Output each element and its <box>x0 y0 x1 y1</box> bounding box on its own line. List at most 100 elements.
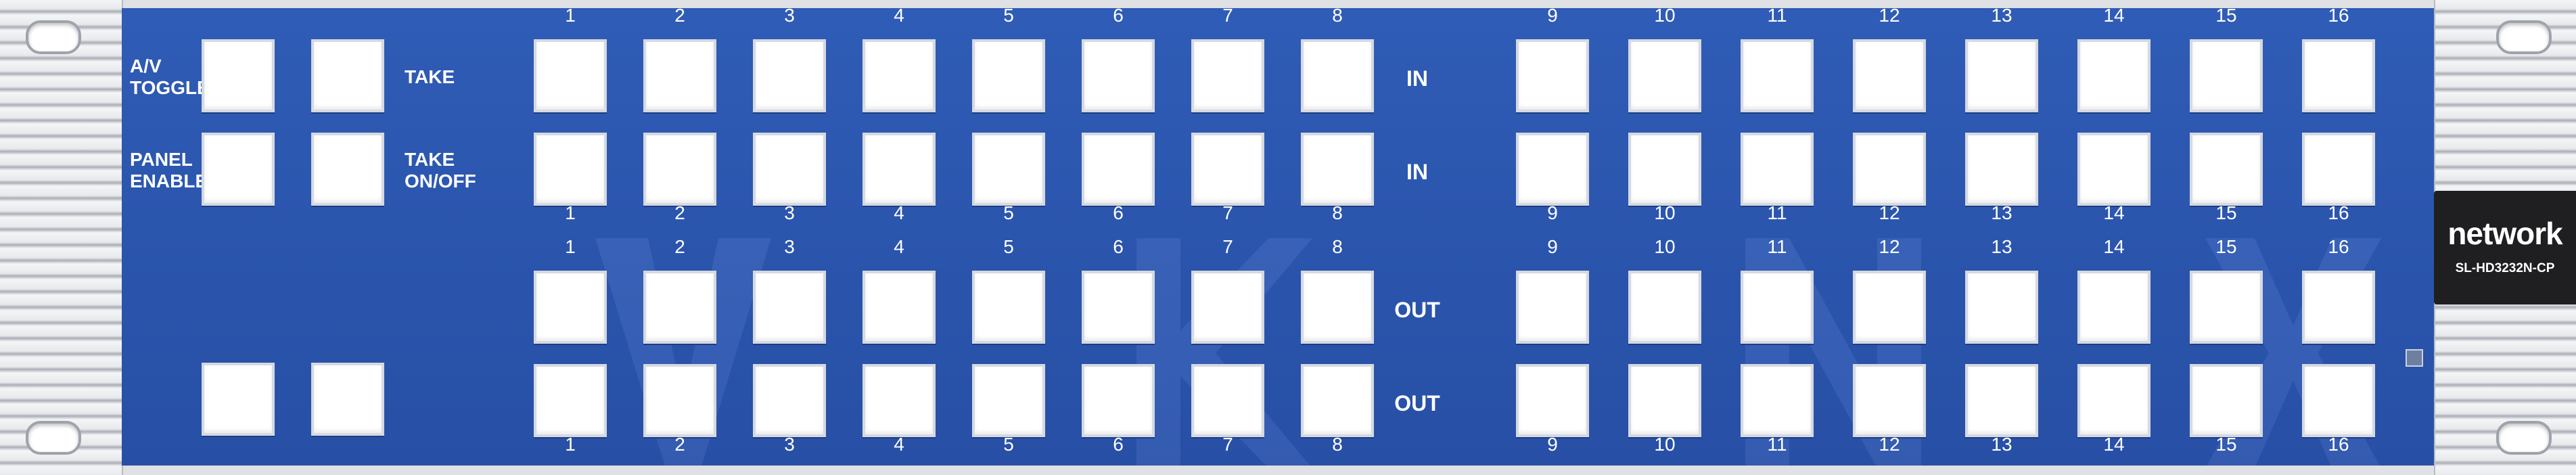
in-row1-button-16[interactable] <box>2302 39 2375 112</box>
in-row2-button-7[interactable] <box>1191 133 1264 206</box>
in-row1-channel-number-3: 3 <box>784 8 795 26</box>
in-row2-button-15[interactable] <box>2190 133 2263 206</box>
take-button[interactable] <box>311 39 384 112</box>
take-label: TAKE <box>405 66 455 87</box>
in-row2-button-3[interactable] <box>753 133 826 206</box>
out-row2-button-2[interactable] <box>643 364 716 437</box>
in-row2-button-2[interactable] <box>643 133 716 206</box>
in-row1-button-1[interactable] <box>534 39 607 112</box>
in-section-label-row1: IN <box>1406 66 1428 91</box>
extra-button-2[interactable] <box>311 363 384 436</box>
in-row1-button-3[interactable] <box>753 39 826 112</box>
out-row1-button-8[interactable] <box>1301 271 1374 344</box>
out-row2-button-13[interactable] <box>1965 364 2038 437</box>
in-row2-button-9[interactable] <box>1516 133 1589 206</box>
in-row2-channel-number-6: 6 <box>1113 202 1124 223</box>
out-row2-button-12[interactable] <box>1853 364 1926 437</box>
out-row2-button-16[interactable] <box>2302 364 2375 437</box>
out-row2-channel-number-15: 15 <box>2215 434 2237 455</box>
out-row1-button-7[interactable] <box>1191 271 1264 344</box>
in-row1-channel-number-4: 4 <box>894 8 904 26</box>
in-row2-button-16[interactable] <box>2302 133 2375 206</box>
in-row1-button-14[interactable] <box>2077 39 2150 112</box>
in-row2-button-4[interactable] <box>862 133 936 206</box>
in-row1-channel-number-10: 10 <box>1654 8 1676 26</box>
rack-mount-hole <box>26 421 81 455</box>
out-row2-button-5[interactable] <box>972 364 1045 437</box>
take-onoff-button[interactable] <box>311 133 384 206</box>
out-row1-button-16[interactable] <box>2302 271 2375 344</box>
in-row2-button-12[interactable] <box>1853 133 1926 206</box>
out-row1-button-11[interactable] <box>1741 271 1814 344</box>
in-row1-button-11[interactable] <box>1741 39 1814 112</box>
out-row2-channel-number-4: 4 <box>894 434 904 455</box>
out-row1-channel-number-16: 16 <box>2328 236 2349 257</box>
out-row1-button-10[interactable] <box>1628 271 1701 344</box>
in-row2-button-13[interactable] <box>1965 133 2038 206</box>
in-row2-channel-number-9: 9 <box>1547 202 1558 223</box>
in-row1-button-15[interactable] <box>2190 39 2263 112</box>
out-row2-button-15[interactable] <box>2190 364 2263 437</box>
out-row1-button-1[interactable] <box>534 271 607 344</box>
in-row2-button-11[interactable] <box>1741 133 1814 206</box>
in-row1-button-8[interactable] <box>1301 39 1374 112</box>
out-row2-button-4[interactable] <box>862 364 936 437</box>
in-row1-channel-number-2: 2 <box>674 8 685 26</box>
out-row2-button-7[interactable] <box>1191 364 1264 437</box>
in-row2-channel-number-14: 14 <box>2103 202 2125 223</box>
in-row1-channel-number-12: 12 <box>1879 8 1900 26</box>
in-row2-button-10[interactable] <box>1628 133 1701 206</box>
in-row1-button-5[interactable] <box>972 39 1045 112</box>
in-row2-button-6[interactable] <box>1082 133 1155 206</box>
out-row2-button-14[interactable] <box>2077 364 2150 437</box>
out-row2-button-9[interactable] <box>1516 364 1589 437</box>
extra-button-1[interactable] <box>202 363 275 436</box>
out-row1-button-3[interactable] <box>753 271 826 344</box>
in-row1-button-2[interactable] <box>643 39 716 112</box>
in-row1-button-6[interactable] <box>1082 39 1155 112</box>
out-row1-channel-number-5: 5 <box>1003 236 1014 257</box>
out-row1-button-15[interactable] <box>2190 271 2263 344</box>
out-row1-button-13[interactable] <box>1965 271 2038 344</box>
out-row2-button-3[interactable] <box>753 364 826 437</box>
panel-enable-button[interactable] <box>202 133 275 206</box>
out-row1-channel-number-12: 12 <box>1879 236 1900 257</box>
out-row2-channel-number-8: 8 <box>1332 434 1343 455</box>
in-row1-button-9[interactable] <box>1516 39 1589 112</box>
out-row1-button-4[interactable] <box>862 271 936 344</box>
in-row1-button-13[interactable] <box>1965 39 2038 112</box>
in-row1-channel-number-5: 5 <box>1003 8 1014 26</box>
in-row1-button-7[interactable] <box>1191 39 1264 112</box>
out-row2-button-6[interactable] <box>1082 364 1155 437</box>
in-row2-button-5[interactable] <box>972 133 1045 206</box>
in-row1-channel-number-9: 9 <box>1547 8 1558 26</box>
out-row2-channel-number-12: 12 <box>1879 434 1900 455</box>
take-onoff-label: TAKE ON/OFF <box>405 149 476 191</box>
in-row1-button-12[interactable] <box>1853 39 1926 112</box>
out-row2-channel-number-11: 11 <box>1767 434 1787 455</box>
in-row2-button-1[interactable] <box>534 133 607 206</box>
out-row2-button-1[interactable] <box>534 364 607 437</box>
out-row1-button-9[interactable] <box>1516 271 1589 344</box>
out-row1-button-14[interactable] <box>2077 271 2150 344</box>
out-row2-channel-number-2: 2 <box>674 434 685 455</box>
in-row1-button-4[interactable] <box>862 39 936 112</box>
out-row1-channel-number-8: 8 <box>1332 236 1343 257</box>
out-row2-button-11[interactable] <box>1741 364 1814 437</box>
in-row2-button-8[interactable] <box>1301 133 1374 206</box>
in-row1-channel-number-11: 11 <box>1767 8 1787 26</box>
out-row1-button-2[interactable] <box>643 271 716 344</box>
status-led <box>2406 349 2423 367</box>
in-row1-channel-number-13: 13 <box>1991 8 2013 26</box>
rack-mount-hole <box>26 20 81 54</box>
out-row2-button-8[interactable] <box>1301 364 1374 437</box>
out-row1-button-12[interactable] <box>1853 271 1926 344</box>
brand-badge: network SL-HD3232N-CP <box>2434 191 2576 304</box>
in-row1-button-10[interactable] <box>1628 39 1701 112</box>
out-row1-button-6[interactable] <box>1082 271 1155 344</box>
av-toggle-button[interactable] <box>202 39 275 112</box>
out-row2-channel-number-9: 9 <box>1547 434 1558 455</box>
out-row1-button-5[interactable] <box>972 271 1045 344</box>
out-row2-button-10[interactable] <box>1628 364 1701 437</box>
in-row2-button-14[interactable] <box>2077 133 2150 206</box>
